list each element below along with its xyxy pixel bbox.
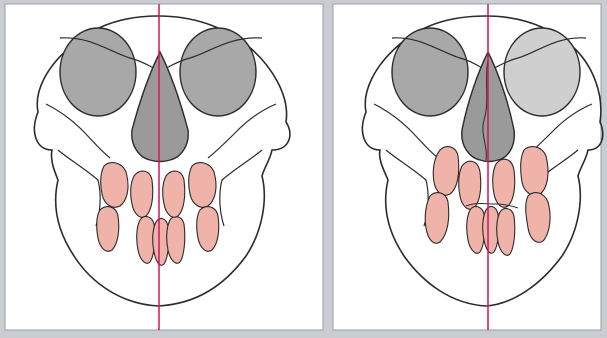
right-tooth-molar-left xyxy=(433,147,458,196)
left-tooth-premolar-right xyxy=(197,207,219,252)
right-tooth-canine-right-upper xyxy=(493,159,515,207)
left-tooth-premolar-left xyxy=(97,207,119,252)
right-tooth-molar-right xyxy=(521,147,548,196)
right-orbit-right xyxy=(504,28,580,116)
right-tooth-incisor-3 xyxy=(497,209,515,256)
left-panel xyxy=(5,4,323,330)
left-tooth-canine-left-upper xyxy=(131,171,153,217)
left-orbit-left xyxy=(60,28,136,116)
left-tooth-molar-right xyxy=(189,163,216,208)
left-orbit-right xyxy=(180,28,256,116)
right-panel xyxy=(333,4,603,330)
right-orbit-left xyxy=(392,28,468,116)
left-tooth-canine-right-upper xyxy=(163,171,185,217)
left-tooth-molar-left xyxy=(101,163,128,208)
right-tooth-canine-left-upper xyxy=(459,161,481,209)
left-tooth-incisor-3 xyxy=(167,217,185,264)
right-tooth-incisor-1 xyxy=(467,207,485,254)
